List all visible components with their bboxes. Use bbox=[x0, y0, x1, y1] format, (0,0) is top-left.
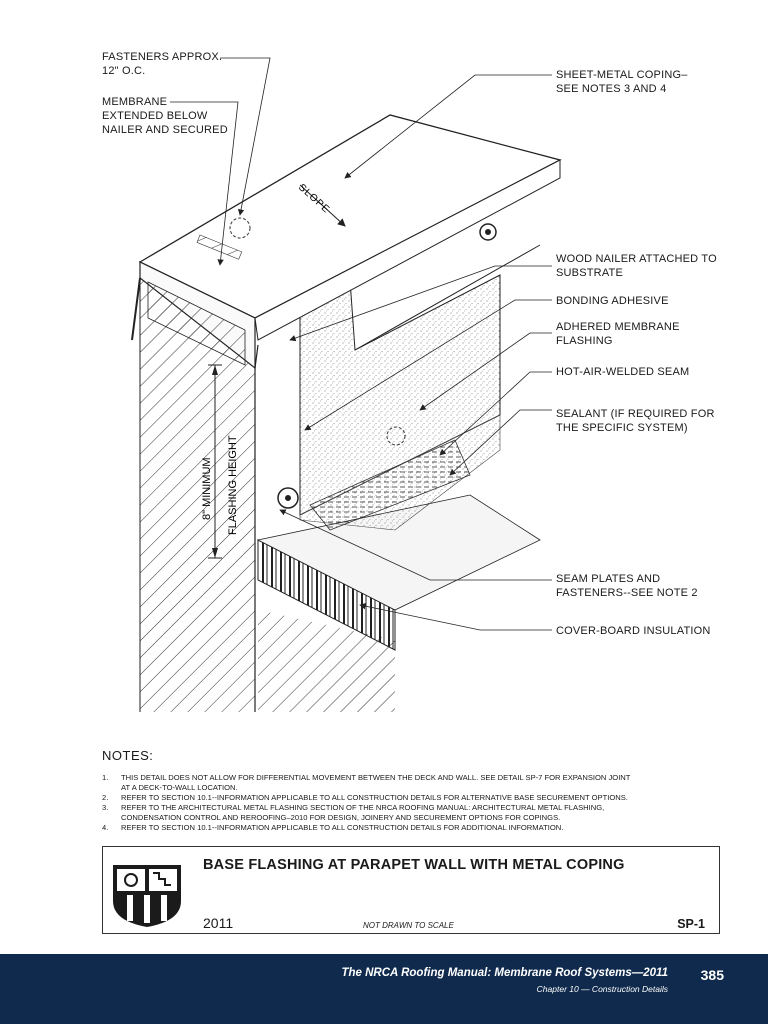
callout-sheet-metal-coping: SHEET-METAL COPING– SEE NOTES 3 AND 4 bbox=[556, 69, 688, 95]
note-text: REFER TO THE ARCHITECTURAL METAL FLASHIN… bbox=[121, 803, 605, 822]
notes-heading: NOTES: bbox=[102, 748, 154, 763]
note-item: 3. REFER TO THE ARCHITECTURAL METAL FLAS… bbox=[102, 803, 702, 823]
callout-cover-board: COVER-BOARD INSULATION bbox=[556, 625, 711, 637]
cover-board-insulation bbox=[256, 494, 541, 651]
callout-hot-air-seam: HOT-AIR-WELDED SEAM bbox=[556, 366, 690, 378]
parapet-wall bbox=[139, 275, 256, 712]
detail-title: BASE FLASHING AT PARAPET WALL WITH METAL… bbox=[203, 857, 625, 873]
callout-sealant: SEALANT (IF REQUIRED FOR THE SPECIFIC SY… bbox=[556, 408, 715, 434]
slope-arrow bbox=[299, 184, 346, 227]
note-text: REFER TO SECTION 10.1--INFORMATION APPLI… bbox=[121, 823, 564, 832]
title-block: BASE FLASHING AT PARAPET WALL WITH METAL… bbox=[102, 846, 720, 934]
callout-wood-nailer: WOOD NAILER ATTACHED TO SUBSTRATE bbox=[556, 253, 717, 279]
note-text: REFER TO SECTION 10.1--INFORMATION APPLI… bbox=[121, 793, 628, 802]
note-item: 4. REFER TO SECTION 10.1--INFORMATION AP… bbox=[102, 823, 702, 833]
page-number: 385 bbox=[700, 967, 724, 983]
membrane-flashing bbox=[299, 266, 501, 531]
detail-code: SP-1 bbox=[677, 917, 705, 931]
flashing-height-label-1: 8" MINIMUM bbox=[201, 457, 213, 520]
footer-chapter: Chapter 10 — Construction Details bbox=[536, 984, 668, 994]
scale-note: NOT DRAWN TO SCALE bbox=[363, 921, 454, 930]
note-number: 2. bbox=[102, 793, 109, 802]
roof-deck bbox=[258, 610, 395, 712]
callout-fasteners: FASTENERS APPROX. 12" O.C. bbox=[102, 51, 223, 77]
note-number: 4. bbox=[102, 823, 109, 832]
callout-adhered-membrane: ADHERED MEMBRANE FLASHING bbox=[556, 321, 680, 347]
page-footer: The NRCA Roofing Manual: Membrane Roof S… bbox=[0, 954, 768, 1024]
note-text: THIS DETAIL DOES NOT ALLOW FOR DIFFERENT… bbox=[121, 773, 631, 792]
note-item: 1. THIS DETAIL DOES NOT ALLOW FOR DIFFER… bbox=[102, 773, 702, 793]
fastener-markers bbox=[196, 217, 497, 509]
note-item: 2. REFER TO SECTION 10.1--INFORMATION AP… bbox=[102, 793, 702, 803]
footer-book-title: The NRCA Roofing Manual: Membrane Roof S… bbox=[341, 967, 668, 979]
callout-membrane-extended: MEMBRANE EXTENDED BELOW NAILER AND SECUR… bbox=[102, 96, 228, 136]
note-number: 3. bbox=[102, 803, 109, 812]
flashing-height-label-2: FLASHING HEIGHT bbox=[227, 435, 239, 535]
flashing-height-dimension bbox=[208, 364, 222, 559]
note-number: 1. bbox=[102, 773, 109, 782]
callout-bonding-adhesive: BONDING ADHESIVE bbox=[556, 295, 669, 307]
nrca-shield-logo bbox=[113, 865, 181, 927]
notes-list: 1. THIS DETAIL DOES NOT ALLOW FOR DIFFER… bbox=[102, 773, 702, 833]
callout-seam-plates: SEAM PLATES AND FASTENERS--SEE NOTE 2 bbox=[556, 573, 698, 599]
leader-lines bbox=[170, 57, 552, 631]
wood-nailer bbox=[147, 281, 246, 366]
detail-year: 2011 bbox=[203, 915, 234, 931]
parapet-detail-drawing: SLOPE 8" MINIMUM FLASHING HEIGHT bbox=[131, 57, 562, 712]
